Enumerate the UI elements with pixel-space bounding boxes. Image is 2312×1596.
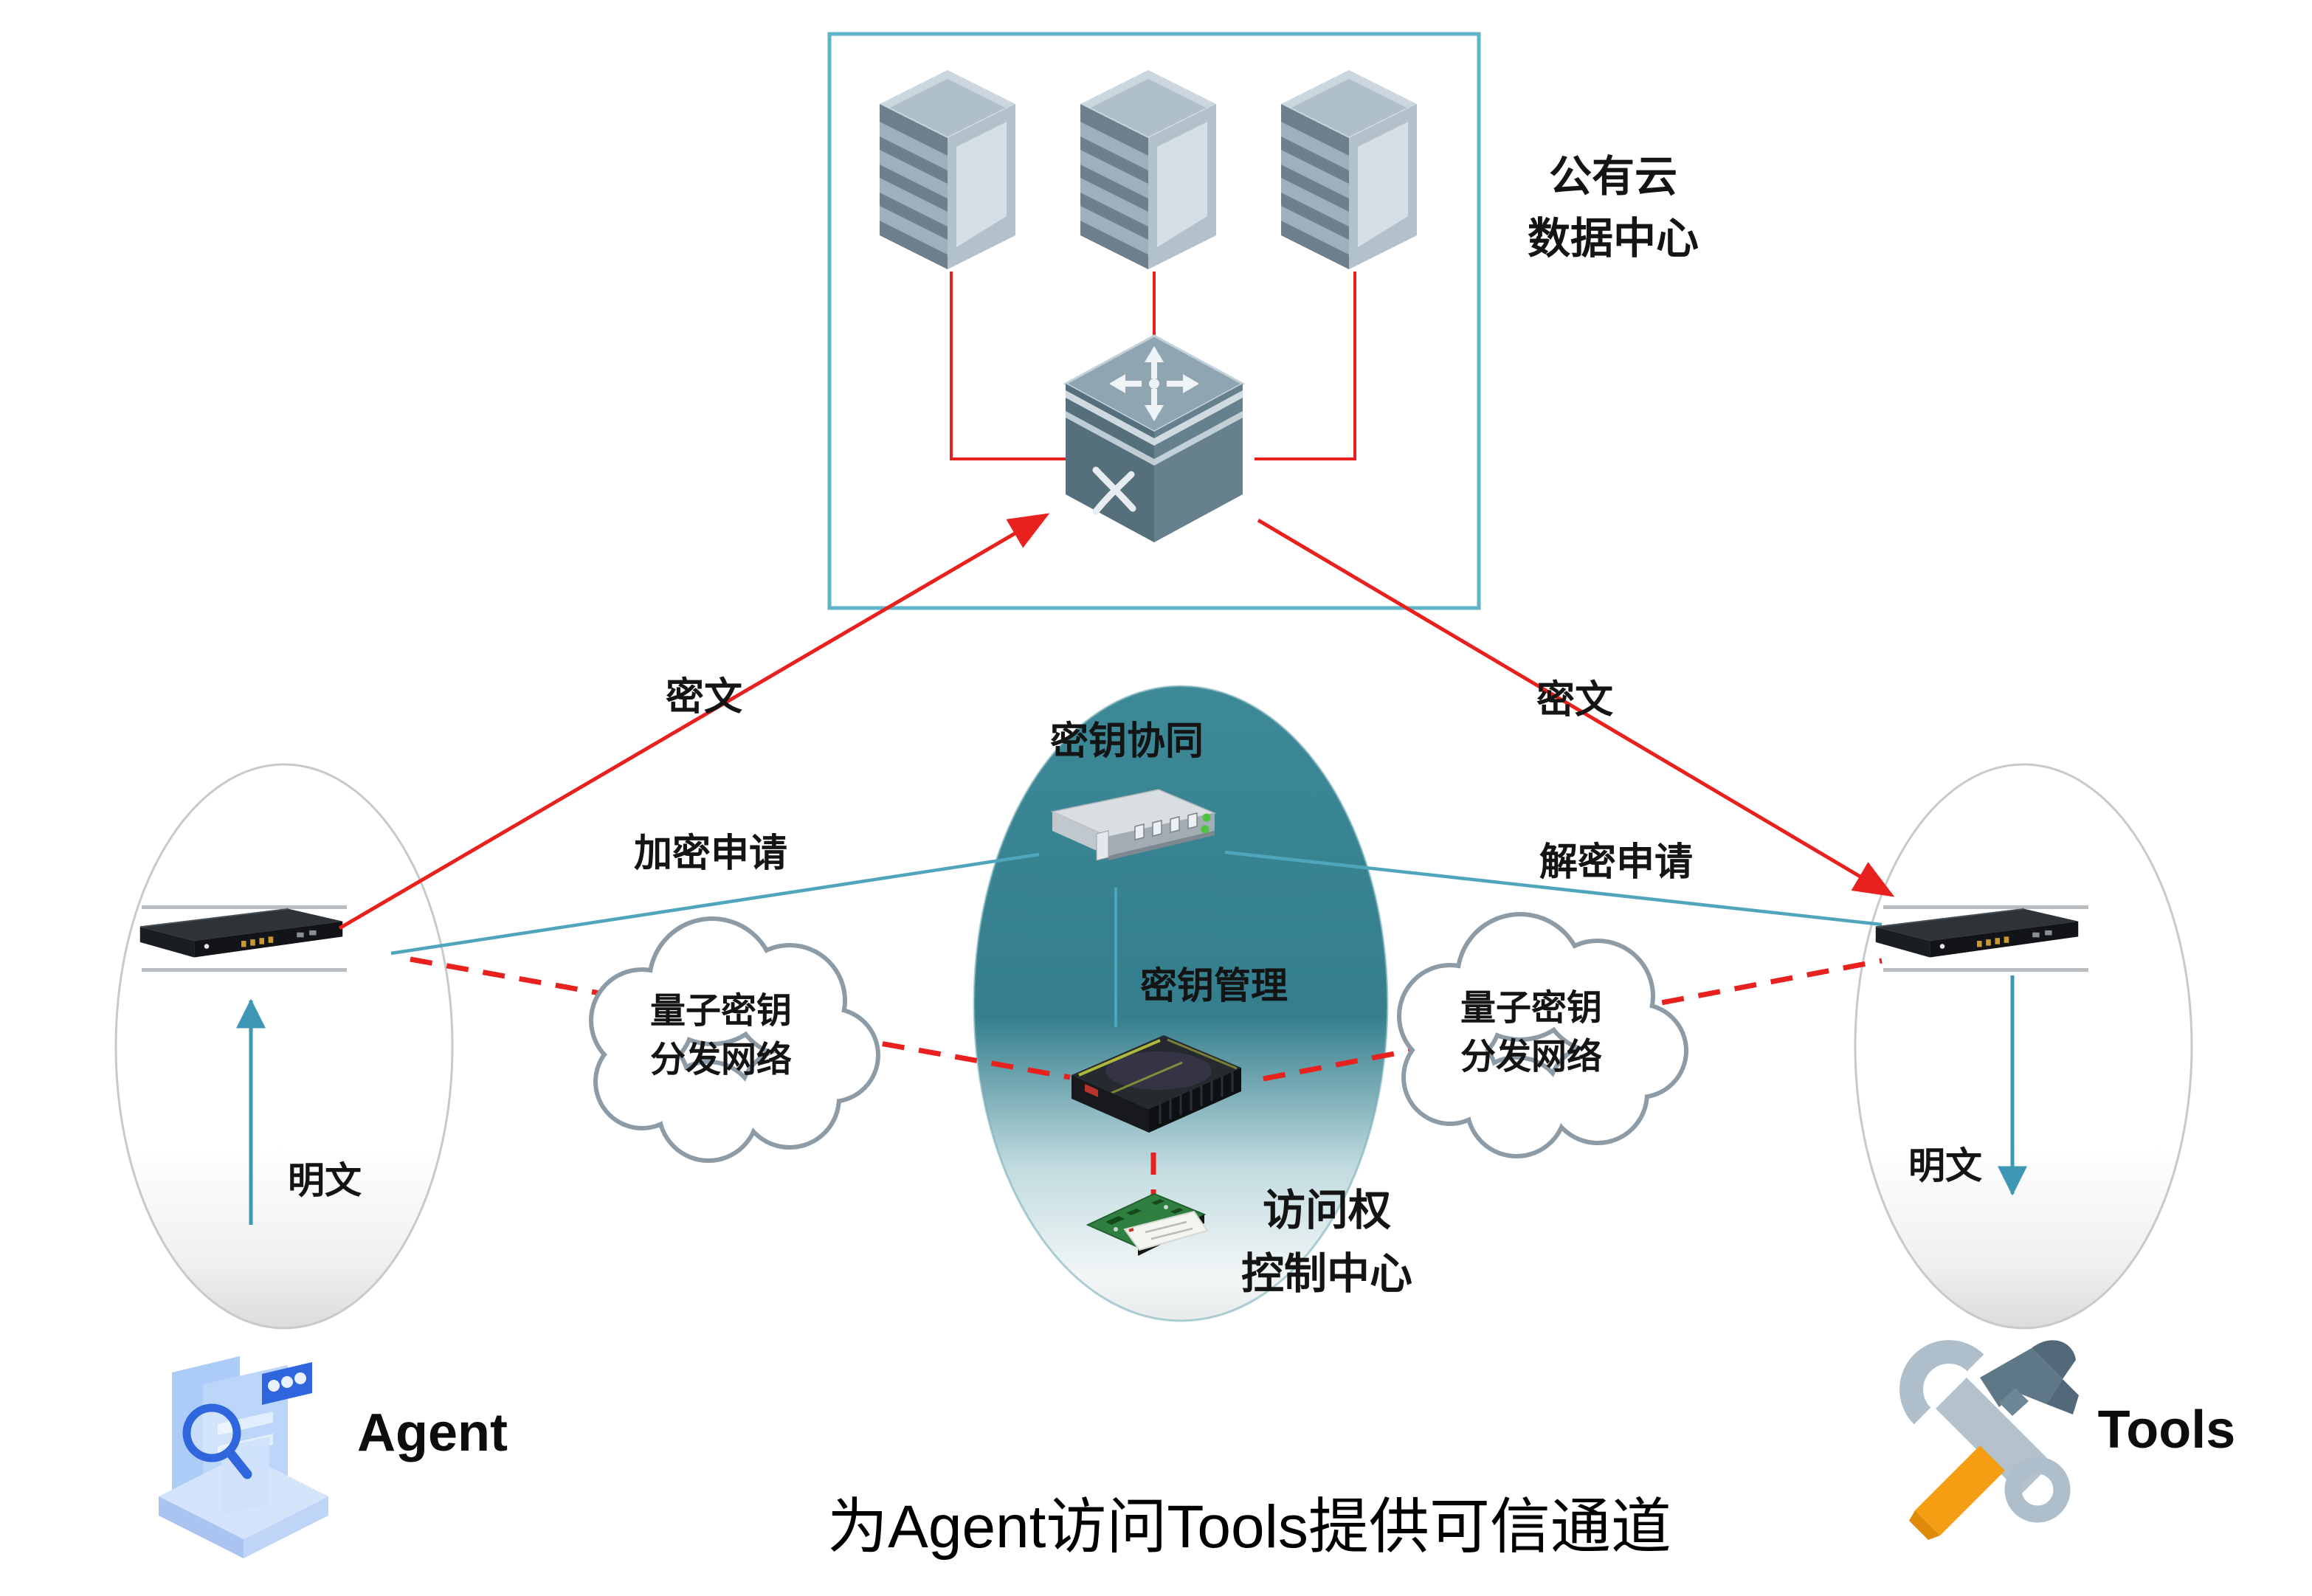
ciphertext-arrows (338, 513, 1895, 930)
decrypt-request-label: 解密申请 (1539, 841, 1694, 884)
key-coordination-label: 密钥协同 (1049, 720, 1204, 763)
qkd-right-line1: 量子密钥 (1460, 989, 1603, 1028)
plaintext-left-label: 明文 (288, 1160, 362, 1201)
rack-rails (142, 905, 2088, 972)
key-coordination-server-icon (1050, 789, 1217, 861)
datacenter-label-line1: 公有云 (1548, 153, 1678, 201)
tools-zone-ellipse (1854, 763, 2193, 1330)
plaintext-arrows (236, 975, 2027, 1225)
encrypt-request-label: 加密申请 (633, 832, 788, 875)
hammer-head (1980, 1348, 2063, 1407)
tools-label: Tools (2097, 1400, 2236, 1459)
key-center-ellipse (973, 685, 1389, 1322)
hammer-handle (1915, 1445, 2005, 1535)
access-control-label-line2: 控制中心 (1240, 1250, 1413, 1298)
agent-label: Agent (357, 1403, 508, 1462)
datacenter-label-line2: 数据中心 (1527, 215, 1700, 263)
qkd-left-line2: 分发网络 (649, 1040, 793, 1079)
qkd-cloud-right-label: 量子密钥 分发网络 (1460, 984, 1602, 1082)
diagram-caption: 为Agent访问Tools提供可信通道 (827, 1493, 1671, 1561)
qkd-left-line1: 量子密钥 (649, 992, 793, 1031)
agent-icon (159, 1356, 328, 1558)
key-management-label: 密钥管理 (1140, 965, 1288, 1006)
datacenter-label: 公有云 数据中心 (1528, 146, 1699, 270)
plaintext-right-label: 明文 (1908, 1145, 1982, 1186)
datacenter-box (827, 32, 1481, 610)
agent-zone-ellipse (114, 763, 454, 1330)
magnifier-icon (182, 1403, 241, 1462)
access-control-board-icon (1086, 1192, 1209, 1256)
server-icon (1080, 70, 1216, 269)
access-control-label-line1: 访问权 (1262, 1186, 1392, 1234)
ciphertext-left-label: 密文 (665, 676, 743, 719)
ciphertext-right-label: 密文 (1536, 679, 1614, 722)
qkd-right-line2: 分发网络 (1460, 1037, 1603, 1077)
router-icon (1063, 334, 1246, 542)
key-management-server-icon (1072, 1035, 1241, 1133)
request-lines (390, 850, 1883, 1027)
qkd-cloud-left-label: 量子密钥 分发网络 (650, 987, 792, 1085)
server-icon (880, 70, 1015, 269)
server-icon (1281, 70, 1417, 269)
access-control-label: 访问权 控制中心 (1241, 1179, 1412, 1306)
tools-icon (1899, 1340, 2079, 1540)
